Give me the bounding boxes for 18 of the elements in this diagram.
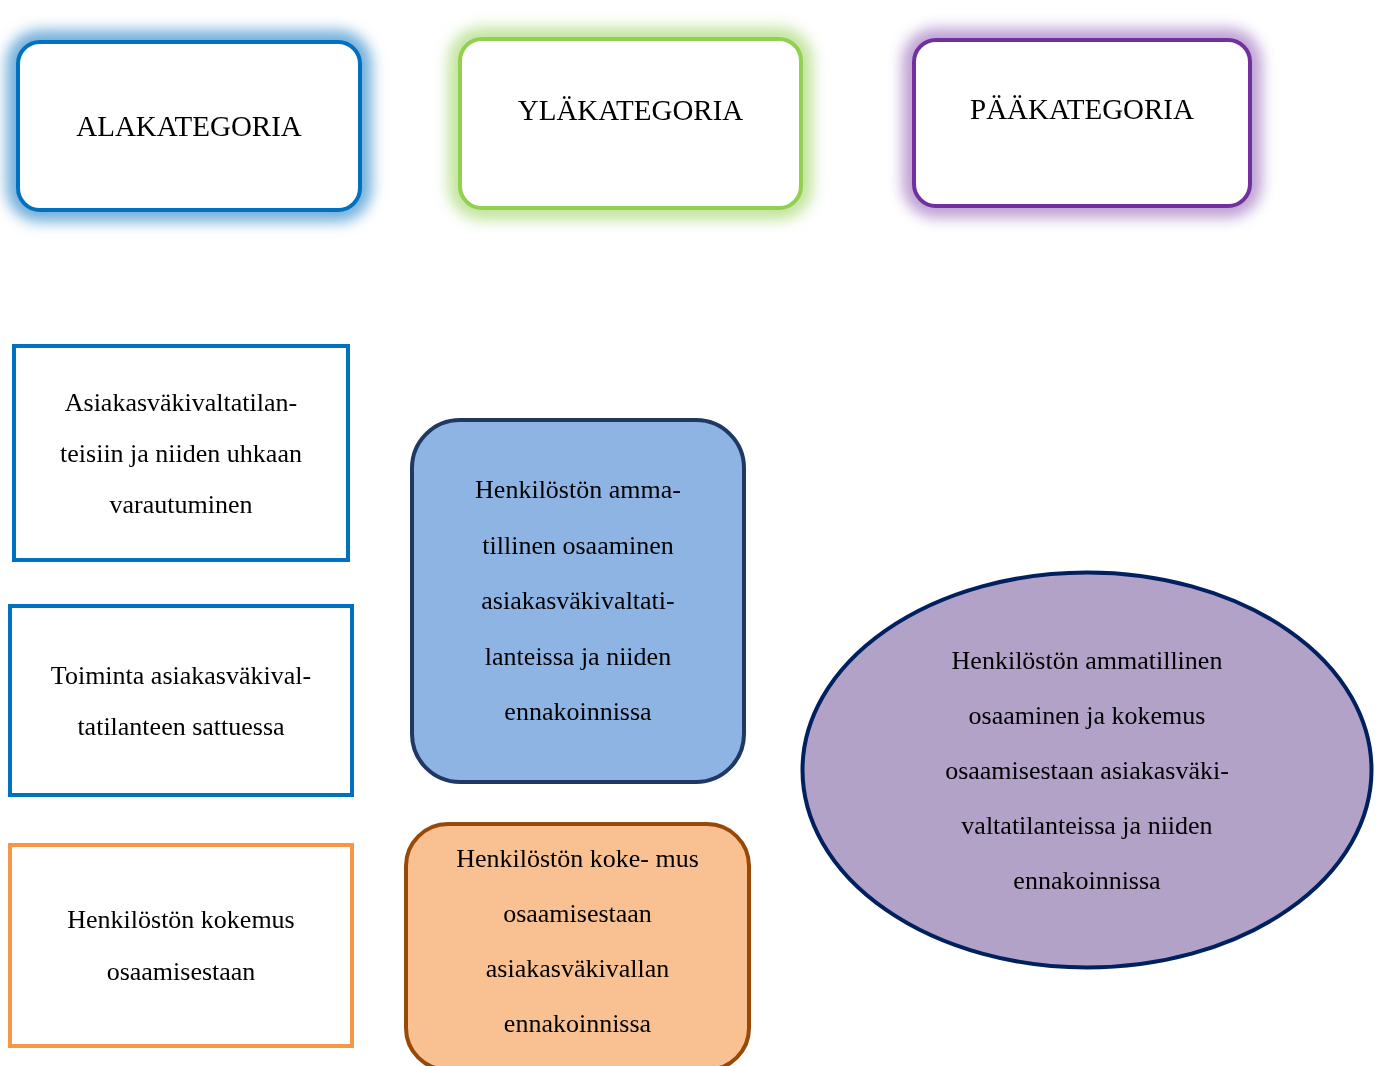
box-text: Henkilöstön koke- mus osaamisestaan asiakasväkivallan ennakoinnissa: [455, 843, 700, 1040]
subcategory-box: [8, 604, 354, 797]
category-label-box: [458, 37, 803, 210]
box-text: ALAKATEGORIA: [75, 109, 303, 143]
box-text: YLÄKATEGORIA: [516, 92, 745, 127]
box-text: Henkilöstön kokemus osaamisestaan: [66, 903, 296, 988]
upper-category-box: [404, 822, 751, 1066]
subcategory-box: [8, 843, 354, 1048]
box-text: PÄÄKATEGORIA: [969, 92, 1195, 126]
box-text: Henkilöstön amma- tillinen osaaminen asiakasväkivaltati- lanteissa ja niiden ennakoinnissa: [474, 474, 682, 729]
box-text: Asiakasväkivaltatilan- teisiin ja niiden uhkaan varautuminen: [59, 386, 303, 521]
category-label-box: [16, 40, 362, 212]
box-text: Henkilöstön ammatillinen osaaminen ja kokemus osaamisestaan asiakasväki- valtatilanteissa ja niiden ennakoinnissa: [944, 644, 1230, 897]
box-text: Toiminta asiakasväkival- tatilanteen sattuessa: [49, 659, 313, 743]
category-label-box: [912, 38, 1252, 208]
main-category-ellipse: [800, 570, 1374, 970]
upper-category-box: [410, 418, 746, 784]
subcategory-box: [12, 344, 350, 562]
